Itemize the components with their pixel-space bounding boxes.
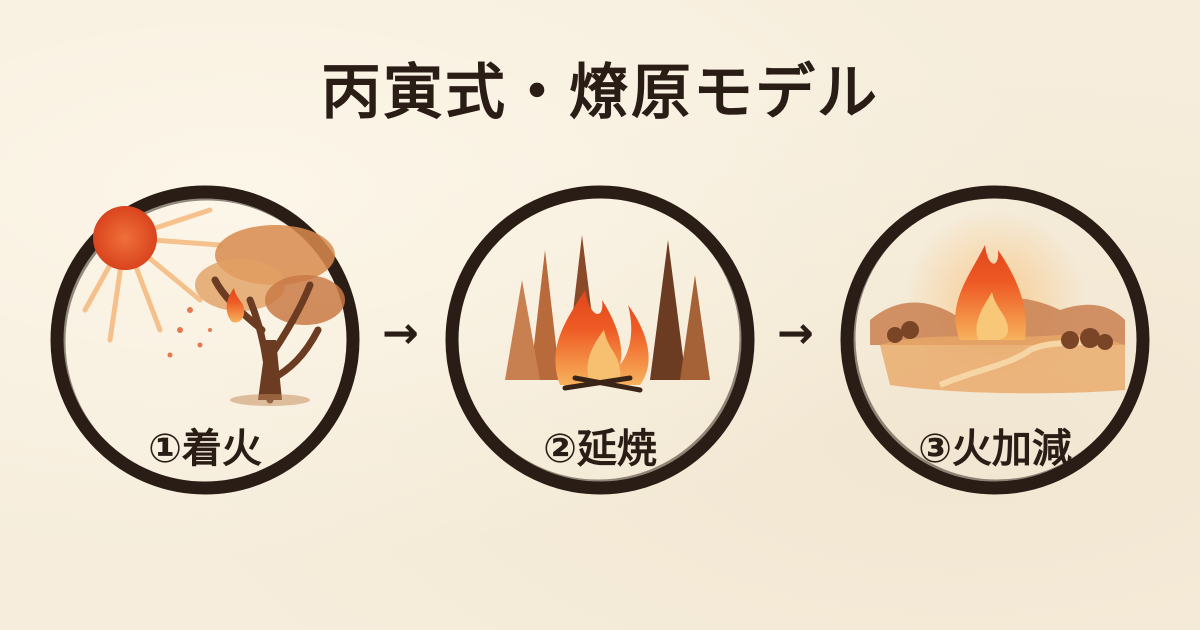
stage-1-illustration (82, 206, 345, 406)
tree-icon (195, 225, 345, 406)
stage-3-illustration (870, 210, 1125, 394)
small-flame-icon (226, 288, 245, 323)
sun-icon (93, 206, 157, 270)
stage-1-ring (50, 185, 360, 495)
arrow-stage-1-to-2: → (382, 308, 419, 359)
large-flame-icon (555, 290, 649, 385)
arrow-stage-2-to-3: → (777, 308, 814, 359)
stage-2-label: ②延焼 (543, 426, 657, 472)
stage-2-ring (445, 185, 755, 495)
falling-leaves (167, 307, 212, 358)
shrubs-icon (887, 321, 1113, 350)
logs-icon (562, 375, 643, 393)
controlled-flame-icon (955, 245, 1026, 340)
stage-3-ring (840, 185, 1150, 495)
stage-2-illustration (505, 235, 710, 393)
stage-3-label: ③火加減 (918, 426, 1072, 472)
diagram-title: 丙寅式・燎原モデル (321, 58, 879, 128)
stage-1-label: ①着火 (148, 426, 262, 472)
